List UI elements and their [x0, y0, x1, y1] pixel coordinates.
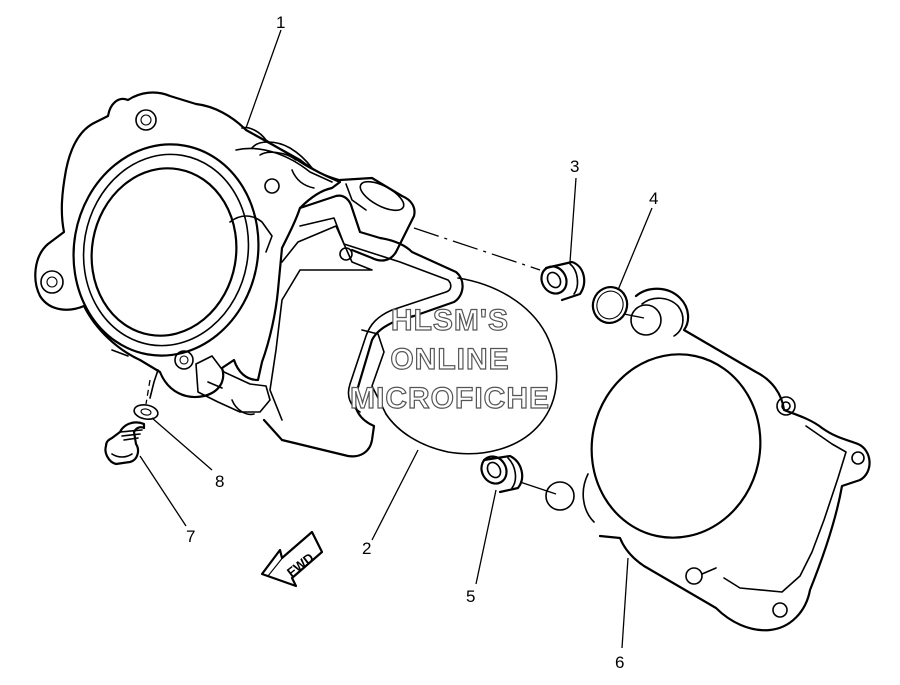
callout-labels: 1 2 3 4 5 6 7 8	[186, 13, 658, 672]
dowel-pin-part-5	[480, 454, 524, 494]
watermark-line-3: MICROFICHE	[350, 382, 550, 415]
bolt-part-7	[104, 421, 146, 466]
washer-part-8	[133, 403, 159, 421]
callout-1: 1	[276, 13, 285, 32]
gasket-part-2	[361, 277, 558, 455]
callout-3: 3	[570, 157, 579, 176]
dowel-pin-part-3	[540, 260, 586, 302]
callout-8: 8	[215, 472, 224, 491]
fwd-label: FWD	[284, 550, 317, 580]
watermark-line-2: ONLINE	[390, 343, 509, 376]
o-ring-part-4	[591, 286, 629, 324]
base-gasket-part-6	[545, 287, 871, 632]
callout-7: 7	[186, 527, 195, 546]
forward-direction-arrow: FWD	[260, 530, 324, 588]
watermark: HLSM'S ONLINE MICROFICHE	[349, 303, 550, 415]
callout-5: 5	[466, 587, 475, 606]
leader-lines	[139, 29, 653, 649]
callout-4: 4	[649, 189, 658, 208]
cylinder-part-1	[34, 91, 464, 458]
callout-6: 6	[615, 653, 624, 672]
callout-2: 2	[362, 539, 371, 558]
watermark-line-1: HLSM'S	[391, 304, 509, 337]
